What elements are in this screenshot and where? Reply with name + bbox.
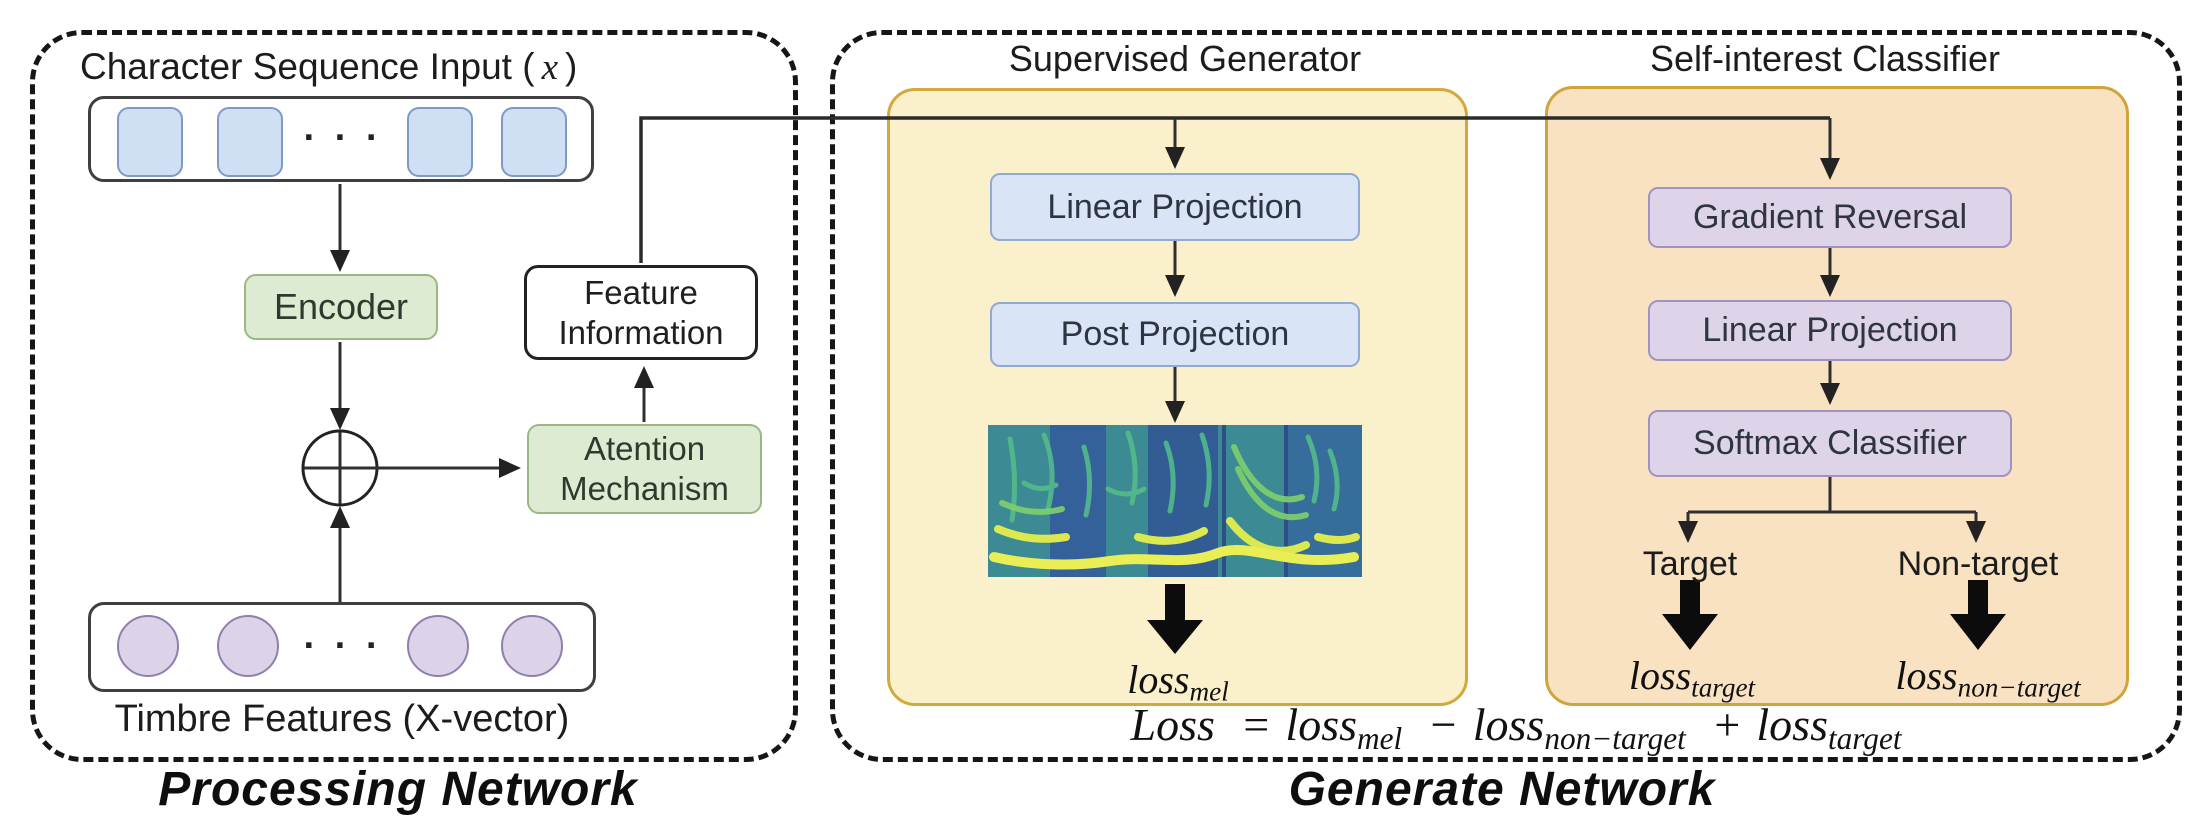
non-target-branch-label: Non-target xyxy=(1897,545,2059,583)
char-sequence-title-suffix: ) xyxy=(565,46,578,87)
formula-equals: = xyxy=(1240,699,1272,750)
formula-term3-sub: target xyxy=(1827,720,1902,756)
supervised-generator-title: Supervised Generator xyxy=(1008,38,1362,79)
softmax-classifier-label: Softmax Classifier xyxy=(1693,424,1967,462)
mel-spectrogram-image xyxy=(988,425,1362,577)
feature-information-line2: Information xyxy=(558,313,724,351)
loss-target-base: loss xyxy=(1628,653,1692,698)
loss-mel-base: loss xyxy=(1127,657,1190,702)
linear-projection-label: Linear Projection xyxy=(1047,187,1303,226)
timbre-token xyxy=(407,615,469,677)
formula-plus: + xyxy=(1711,699,1743,750)
target-branch-label: Target xyxy=(1642,545,1738,583)
loss-target-sub: target xyxy=(1691,672,1756,703)
char-token xyxy=(407,107,473,177)
attention-line2: Mechanism xyxy=(560,470,729,507)
loss-non-target-label: lossnon−target xyxy=(1895,652,2080,704)
timbre-token xyxy=(117,615,179,677)
loss-non-target-base: loss xyxy=(1895,653,1958,698)
char-token-row: · · · xyxy=(88,96,594,182)
timbre-token-row: · · · xyxy=(88,602,596,692)
generate-network-label: Generate Network xyxy=(1288,763,1716,816)
char-token xyxy=(501,107,567,177)
char-sequence-title-prefix: Character Sequence Input ( xyxy=(80,46,535,87)
formula-term1-base: loss xyxy=(1285,699,1358,750)
generate-network-region xyxy=(830,30,2182,762)
encoder-box: Encoder xyxy=(244,274,438,340)
loss-mel-sub: mel xyxy=(1189,676,1229,707)
self-interest-classifier-panel xyxy=(1545,86,2129,706)
formula-term3-base: loss xyxy=(1756,699,1828,750)
char-token xyxy=(117,107,183,177)
formula-term1-sub: mel xyxy=(1357,720,1403,756)
loss-mel-label: lossmel xyxy=(1127,656,1229,708)
feature-information-box: Feature Information xyxy=(524,265,758,360)
linear-projection-label: Linear Projection xyxy=(1702,311,1958,349)
softmax-classifier-box: Softmax Classifier xyxy=(1648,410,2012,477)
encoder-label: Encoder xyxy=(273,286,409,327)
char-sequence-variable: x xyxy=(541,47,558,88)
timbre-token xyxy=(501,615,563,677)
ellipsis: · · · xyxy=(303,117,383,159)
processing-network-label: Processing Network xyxy=(158,763,638,816)
char-token xyxy=(217,107,283,177)
post-projection-label: Post Projection xyxy=(1060,315,1290,353)
attention-line1: Atention xyxy=(583,430,706,467)
post-projection-box: Post Projection xyxy=(990,302,1360,367)
attention-mechanism-box: Atention Mechanism xyxy=(527,424,762,514)
linear-projection-box-classifier: Linear Projection xyxy=(1648,300,2012,361)
timbre-features-label: Timbre Features (X-vector) xyxy=(114,698,570,740)
feature-information-line1: Feature xyxy=(584,273,698,311)
linear-projection-box-generator: Linear Projection xyxy=(990,173,1360,241)
self-interest-classifier-title: Self-interest Classifier xyxy=(1649,38,2001,79)
formula-term2-base: loss xyxy=(1472,699,1545,750)
formula-lhs: Loss xyxy=(1130,699,1215,750)
loss-target-label: losstarget xyxy=(1629,652,1755,704)
gradient-reversal-label: Gradient Reversal xyxy=(1692,198,1967,236)
total-loss-formula: Loss =lossmel −lossnon−target +losstarge… xyxy=(1130,698,1901,757)
loss-non-target-sub: non−target xyxy=(1957,672,2081,703)
char-sequence-title: Character Sequence Input (x) xyxy=(80,46,577,89)
ellipsis: · · · xyxy=(303,625,383,667)
formula-term2-sub: non−target xyxy=(1544,720,1686,756)
timbre-token xyxy=(217,615,279,677)
gradient-reversal-box: Gradient Reversal xyxy=(1648,187,2012,248)
processing-network-region xyxy=(30,30,798,762)
formula-minus: − xyxy=(1427,699,1459,750)
